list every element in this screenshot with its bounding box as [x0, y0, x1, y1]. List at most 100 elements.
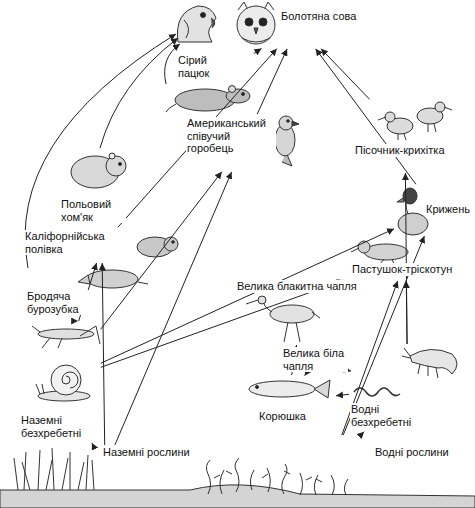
organism-label: Водні безхребетні [350, 403, 424, 428]
heron-figure [258, 296, 266, 304]
land-plants [14, 448, 94, 490]
mallard-figure [397, 198, 404, 202]
snail-figure [51, 365, 81, 395]
rat-figure [166, 86, 250, 113]
rail-figure [364, 244, 408, 260]
food-arrow [101, 229, 394, 363]
sandpiper-figure [435, 102, 445, 112]
organism-node: Водні безхребетні [350, 345, 465, 431]
sparrow-figure [292, 121, 299, 126]
shrew-figure [78, 275, 90, 284]
food-arrow [336, 394, 349, 395]
hawk-figure [177, 6, 216, 42]
organism-label: Велика блакитна чапля [236, 280, 368, 293]
vole-figure [172, 241, 175, 244]
smelt-figure [249, 381, 315, 397]
organism-label: Крижень [425, 203, 473, 216]
food-arrow [92, 443, 93, 445]
food-arrow [405, 173, 407, 344]
shrimp-figure [402, 348, 457, 378]
food-arrow [304, 375, 305, 377]
smelt-figure [314, 380, 330, 398]
water-plants [214, 471, 322, 482]
organism-node: Пастушок-тріскотун [345, 236, 467, 280]
food-arrow [349, 370, 351, 372]
organism-node: Велика біла чапля [280, 346, 350, 375]
smelt-figure [256, 386, 259, 389]
organism-label: Каліфорнійська полівка [24, 230, 126, 255]
organism-node: Водні рослини [198, 436, 464, 494]
shrimp-figure [402, 348, 438, 378]
sparrow-figure [275, 116, 299, 166]
shrew-figure [78, 270, 148, 288]
rat-figure [229, 86, 236, 93]
organism-label: Наземні рослини [102, 446, 196, 459]
owl-figure [245, 18, 253, 26]
organism-node: Бродяча бурозубка [26, 263, 148, 320]
organism-label: Болотяна сова [280, 10, 362, 23]
sandpiper-figure [378, 117, 406, 140]
rat-figure [166, 104, 176, 112]
shrew-figure [138, 282, 148, 284]
organism-node: Наземні рослини [12, 446, 198, 490]
food-arrow [254, 49, 262, 54]
hawk-food-arrows [100, 38, 178, 148]
snail-figure [36, 365, 90, 401]
rat-figure [175, 89, 235, 111]
owl-figure [242, 38, 270, 42]
grasshopper-figure [38, 329, 94, 339]
owl-figure [254, 28, 258, 34]
food-arrow [316, 49, 416, 184]
food-arrow [406, 281, 408, 344]
owl-figure [237, 2, 275, 44]
grasshopper-figure [32, 326, 100, 348]
organism-node: Корюшка [240, 376, 335, 426]
organism-node: Крижень [395, 185, 475, 235]
rat-figure [242, 93, 245, 96]
vole-figure [137, 237, 178, 257]
organism-node: Сірий пацюк [163, 52, 253, 114]
hamster-figure [106, 156, 126, 176]
organism-label: Пісочник-крихітка [354, 144, 456, 157]
water-plants [206, 458, 348, 495]
owl-figure [237, 6, 275, 44]
sandpiper-figure [378, 102, 452, 140]
food-arrow [115, 172, 232, 445]
hawk-figure [201, 13, 206, 18]
food-arrow [118, 49, 277, 228]
organism-label: Сірий пацюк [177, 54, 219, 79]
rail-figure [351, 248, 394, 264]
grasshopper-figure [32, 326, 100, 348]
smelt-figure [249, 380, 330, 398]
sandpiper-figure [385, 112, 395, 122]
food-arrow [361, 432, 365, 436]
food-arrow [102, 263, 105, 445]
sandpiper-figure [428, 107, 452, 132]
snail-figure [36, 384, 44, 394]
organism-label: Наземні безхребетні [20, 414, 98, 439]
heron-figure [246, 300, 320, 342]
food-arrow [321, 49, 370, 100]
heron-figure [246, 296, 320, 342]
organism-node: Польовий хом'як [60, 146, 132, 226]
organism-label: Американський співучий горобець [186, 117, 276, 155]
owl-figure [259, 18, 267, 26]
water-plants [206, 458, 348, 495]
organism-label: Пастушок-тріскотун [351, 263, 465, 276]
organism-label: Польовий хом'як [60, 198, 126, 223]
hawk-figure [184, 20, 189, 38]
organism-node: Пісочник-крихітка [350, 100, 460, 172]
organism-label: Корюшка [258, 410, 322, 423]
sparrow-figure [287, 120, 290, 123]
sparrow-figure [279, 116, 293, 130]
hamster-figure [109, 153, 115, 159]
organism-label: Бродяча бурозубка [26, 290, 96, 315]
hawk-figure [177, 6, 216, 42]
mallard-figure [397, 188, 428, 235]
mallard-figure [398, 213, 428, 235]
organism-label: Велика біла чапля [282, 347, 348, 372]
land-plants [14, 448, 94, 490]
organism-node: Каліфорнійська полівка [24, 228, 180, 262]
